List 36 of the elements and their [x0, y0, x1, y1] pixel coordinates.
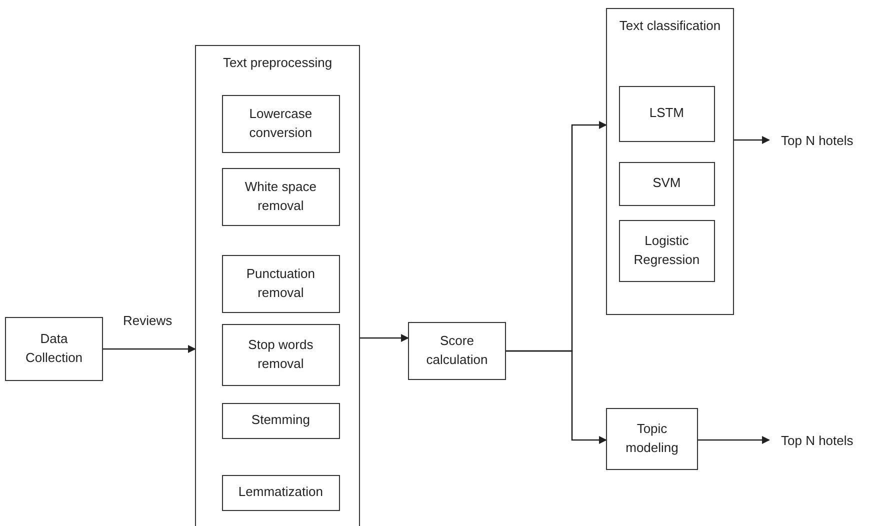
edge-label: Reviews	[121, 313, 174, 328]
node-label: Punctuation removal	[245, 264, 316, 302]
group-box	[195, 45, 360, 526]
arrow	[734, 136, 770, 144]
process-box	[222, 254, 340, 313]
node-label: Lemmatization	[237, 483, 324, 502]
node-label: Stop words removal	[247, 336, 314, 373]
process-box	[222, 168, 340, 226]
group-heading: Text preprocessing	[222, 54, 334, 72]
arrow	[103, 345, 196, 353]
node-label: Topic modeling	[624, 420, 680, 457]
node-label: SVM	[652, 174, 682, 192]
output-label: Top N hotels	[780, 132, 854, 150]
process-box	[222, 402, 340, 439]
process-box	[222, 324, 340, 386]
node-label: White space removal	[244, 178, 318, 215]
arrow	[698, 436, 770, 444]
process-box	[5, 317, 103, 381]
arrow	[506, 350, 607, 444]
node-label: Lowercase conversion	[248, 104, 314, 142]
process-box	[222, 474, 340, 511]
process-box	[618, 220, 715, 282]
node-label: Logistic Regression	[632, 232, 701, 269]
group-heading: Text classification	[618, 17, 722, 35]
node-label: Stemming	[250, 411, 311, 430]
node-label: Data Collection	[24, 330, 84, 367]
arrow	[360, 334, 409, 342]
node-label: Score calculation	[425, 332, 489, 369]
process-box	[606, 408, 698, 470]
node-label: LSTM	[648, 104, 686, 122]
output-label: Top N hotels	[780, 432, 854, 450]
process-box	[618, 86, 715, 142]
group-box	[606, 8, 734, 315]
process-box	[222, 94, 340, 153]
process-box	[408, 322, 506, 380]
process-box	[618, 162, 715, 206]
